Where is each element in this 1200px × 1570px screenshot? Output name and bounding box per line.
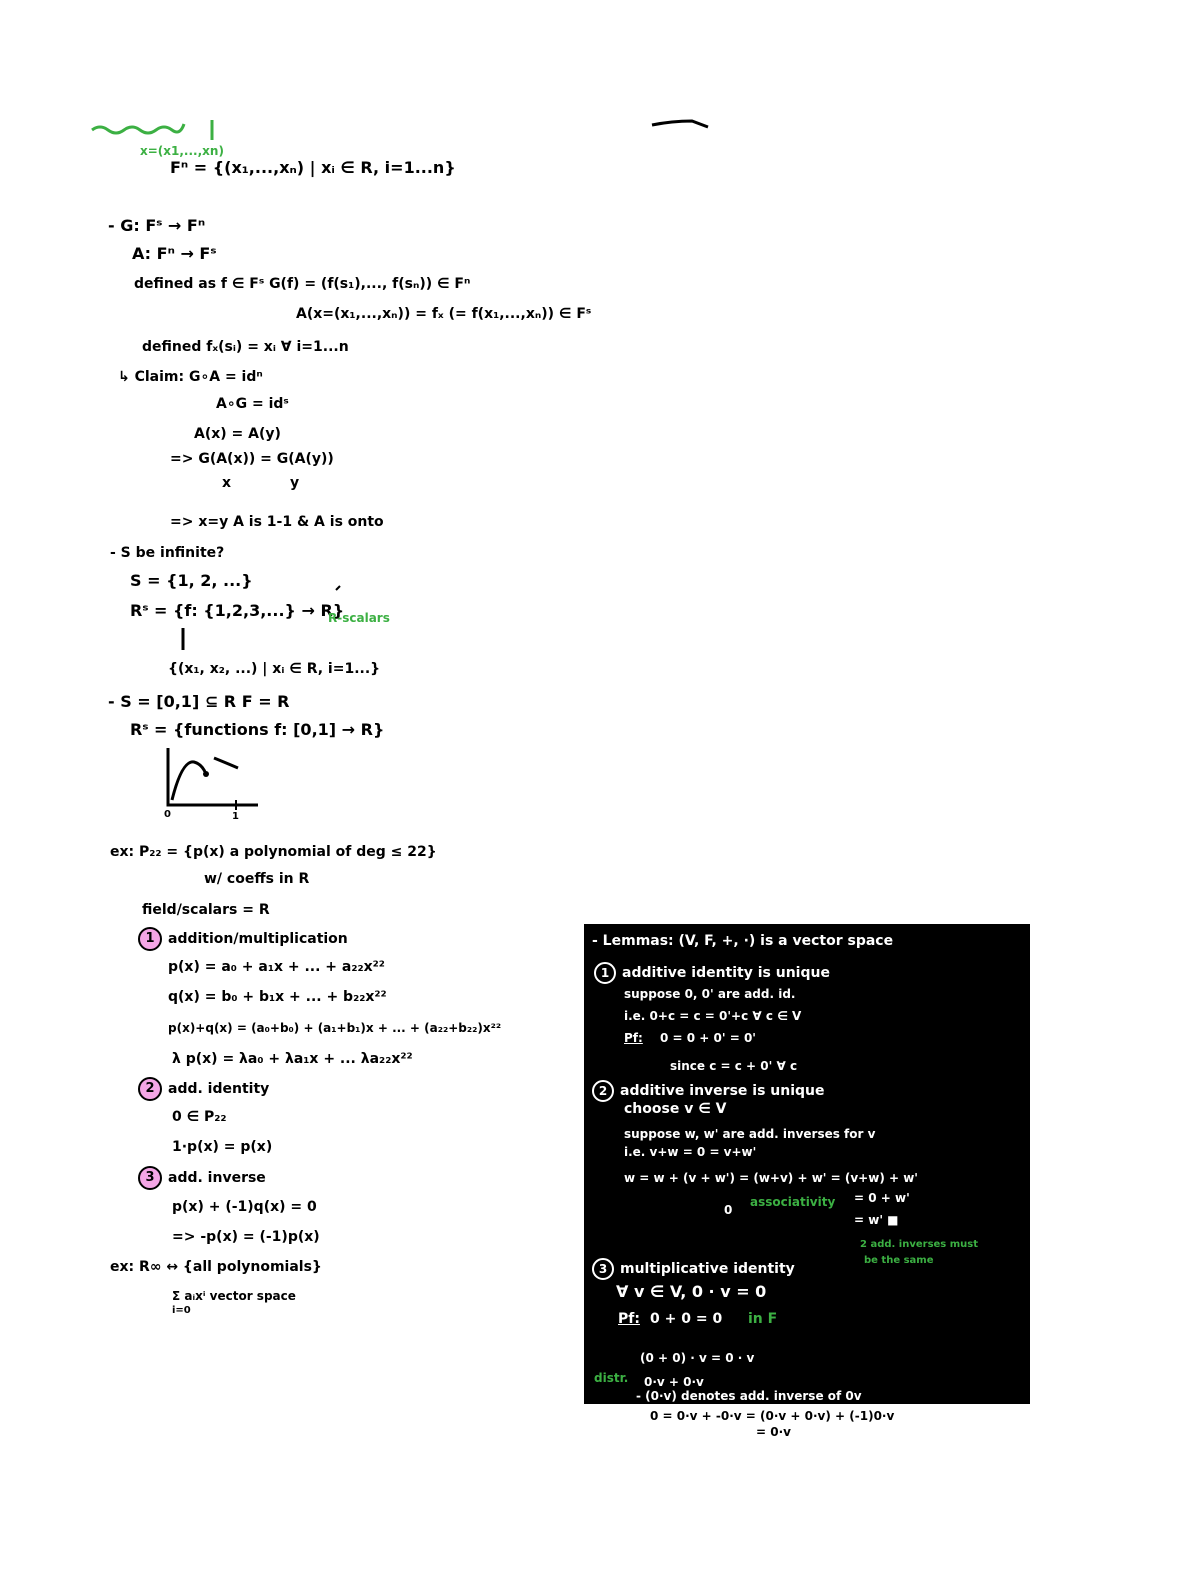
distr-note: distr. [594, 1371, 629, 1385]
rs-functions: Rˢ = {functions f: [0,1] → R} [130, 720, 385, 739]
claim: ↳ Claim: G∘A = idⁿ [118, 369, 263, 385]
zero-in-p22: 0 ∈ P₂₂ [172, 1109, 227, 1125]
bottom-line-1: 0 = 0·v + -0·v = (0·v + 0·v) + (-1)0·v [650, 1409, 895, 1423]
in-f-note: in F [748, 1311, 778, 1327]
graph-label-zero: 0 [164, 809, 171, 820]
lemma-2-line-b: suppose w, w' are add. inverses for v [624, 1127, 876, 1141]
lemma-2-line-c: i.e. v+w = 0 = v+w' [624, 1145, 757, 1159]
lemma-number: 1 [594, 962, 616, 984]
lemma-2-line-d: w = w + (v + w') = (w+v) + w' = (v+w) + … [624, 1171, 918, 1185]
lemma-2-line-a: choose v ∈ V [624, 1101, 727, 1117]
graph-axes [166, 748, 258, 807]
sum-series: Σ aᵢxⁱ vector space [172, 1289, 296, 1303]
lemma-1-line-a: suppose 0, 0' are add. id. [624, 987, 796, 1001]
lemmas-heading: - Lemmas: (V, F, +, ·) is a vector space [592, 933, 894, 949]
lemma-1-proof-label: Pf: [624, 1031, 643, 1045]
stray-mark [335, 585, 341, 591]
lemmas-panel: - Lemmas: (V, F, +, ·) is a vector space… [584, 924, 1030, 1404]
inverse-implication: => -p(x) = (-1)p(x) [172, 1229, 320, 1245]
x-definition: x=(x1,...,xn) [140, 144, 224, 158]
example-r-infinity: ex: R∞ ↔ {all polynomials} [110, 1259, 322, 1275]
x-under: x [222, 475, 232, 491]
y-under: y [290, 475, 300, 491]
graph-point [203, 771, 209, 777]
implies-g: => G(A(x)) = G(A(y)) [170, 451, 334, 467]
defined-f: defined fₓ(sᵢ) = xᵢ ∀ i=1...n [142, 339, 349, 355]
graph-curve [170, 760, 208, 801]
lemma-3-proof-label: Pf: [618, 1311, 640, 1327]
rs-set: Rˢ = {f: {1,2,3,...} → R} [130, 601, 345, 620]
black-scribble-top-right [651, 119, 709, 129]
defined-g: defined as f ∈ Fˢ G(f) = (f(s₁),..., f(s… [134, 276, 471, 292]
field-scalars: field/scalars = R [142, 902, 270, 918]
graph-label-one: 1 [232, 811, 239, 822]
item-title: add. inverse [168, 1170, 266, 1186]
lemma-1-line-c: 0 = 0 + 0' = 0' [660, 1031, 756, 1045]
sum-lower-limit: i=0 [172, 1305, 191, 1316]
item-number-badge: 1 [138, 927, 162, 951]
lemma-2: 2 additive inverse is unique [592, 1080, 825, 1102]
example-p22: ex: P₂₂ = {p(x) a polynomial of deg ≤ 22… [110, 844, 437, 860]
item-title: add. identity [168, 1081, 270, 1097]
s-infinite-heading: - S be infinite? [110, 545, 225, 561]
lemma-3-line-c: (0 + 0) · v = 0 · v [640, 1351, 755, 1365]
bottom-line-2: = 0·v [756, 1425, 791, 1439]
lemma-title: multiplicative identity [620, 1261, 795, 1277]
item-add-identity: 2 add. identity [138, 1077, 269, 1101]
item-add-inverse: 3 add. inverse [138, 1166, 266, 1190]
one-times-p: 1·p(x) = p(x) [172, 1139, 273, 1155]
lemma-number: 3 [592, 1258, 614, 1280]
item-number-badge: 2 [138, 1077, 162, 1101]
bijection-conclusion: => x=y A is 1-1 & A is onto [170, 514, 384, 530]
lemma-number: 2 [592, 1080, 614, 1102]
lemma-2-line-e: = 0 + w' [854, 1191, 910, 1205]
lemma-1: 1 additive identity is unique [594, 962, 830, 984]
lemma-3-line-d: 0·v + 0·v [644, 1375, 704, 1389]
s-set: S = {1, 2, ...} [130, 571, 253, 590]
inverse-equation: p(x) + (-1)q(x) = 0 [172, 1199, 317, 1215]
lemma-3: 3 multiplicative identity [592, 1258, 795, 1280]
defined-a: A(x=(x₁,...,xₙ)) = fₓ (= f(x₁,...,xₙ)) ∈… [296, 306, 592, 322]
scalar-polynomial: λ p(x) = λa₀ + λa₁x + ... λa₂₂x²² [172, 1051, 413, 1067]
graph-curve-tail [213, 756, 239, 770]
lemma-1-line-b: i.e. 0+c = c = 0'+c ∀ c ∈ V [624, 1009, 802, 1023]
lemma-3-line-e: - (0·v) denotes add. inverse of 0v [636, 1389, 862, 1403]
s-interval-heading: - S = [0,1] ⊆ R F = R [108, 692, 290, 711]
sequence-set: {(x₁, x₂, ...) | xᵢ ∈ R, i=1...} [168, 661, 381, 677]
g-map: - G: Fˢ → Fⁿ [108, 216, 206, 235]
q-of-x: q(x) = b₀ + b₁x + ... + b₂₂x²² [168, 989, 387, 1005]
associativity-note: associativity [750, 1195, 836, 1209]
claim-second: A∘G = idˢ [216, 396, 289, 412]
p-of-x: p(x) = a₀ + a₁x + ... + a₂₂x²² [168, 959, 385, 975]
lemma-3-line-a: ∀ v ∈ V, 0 · v = 0 [616, 1282, 767, 1301]
sum-polynomial: p(x)+q(x) = (a₀+b₀) + (a₁+b₁)x + ... + (… [168, 1021, 502, 1035]
lemma-1-line-d: since c = c + 0' ∀ c [670, 1059, 798, 1073]
lemma-3-line-b: 0 + 0 = 0 [650, 1311, 723, 1327]
lemma-title: additive identity is unique [622, 965, 830, 981]
inverse-note-1: 2 add. inverses must [860, 1239, 979, 1250]
lemma-title: additive inverse is unique [620, 1083, 825, 1099]
item-number-badge: 3 [138, 1166, 162, 1190]
item-addition: 1 addition/multiplication [138, 927, 348, 951]
green-scribble-heading [91, 123, 186, 135]
fn-definition: Fⁿ = {(x₁,...,xₙ) | xᵢ ∈ R, i=1...n} [170, 158, 456, 177]
item-title: addition/multiplication [168, 931, 348, 947]
inverse-note-2: be the same [864, 1255, 934, 1266]
r-scalars-note: R-scalars [328, 611, 390, 625]
lemma-2-line-f: = w' ■ [854, 1213, 899, 1227]
lemma-2-zero: 0 [724, 1203, 733, 1217]
ax-equals-ay: A(x) = A(y) [194, 426, 281, 442]
a-map: A: Fⁿ → Fˢ [132, 244, 217, 263]
with-coeffs: w/ coeffs in R [204, 871, 310, 887]
